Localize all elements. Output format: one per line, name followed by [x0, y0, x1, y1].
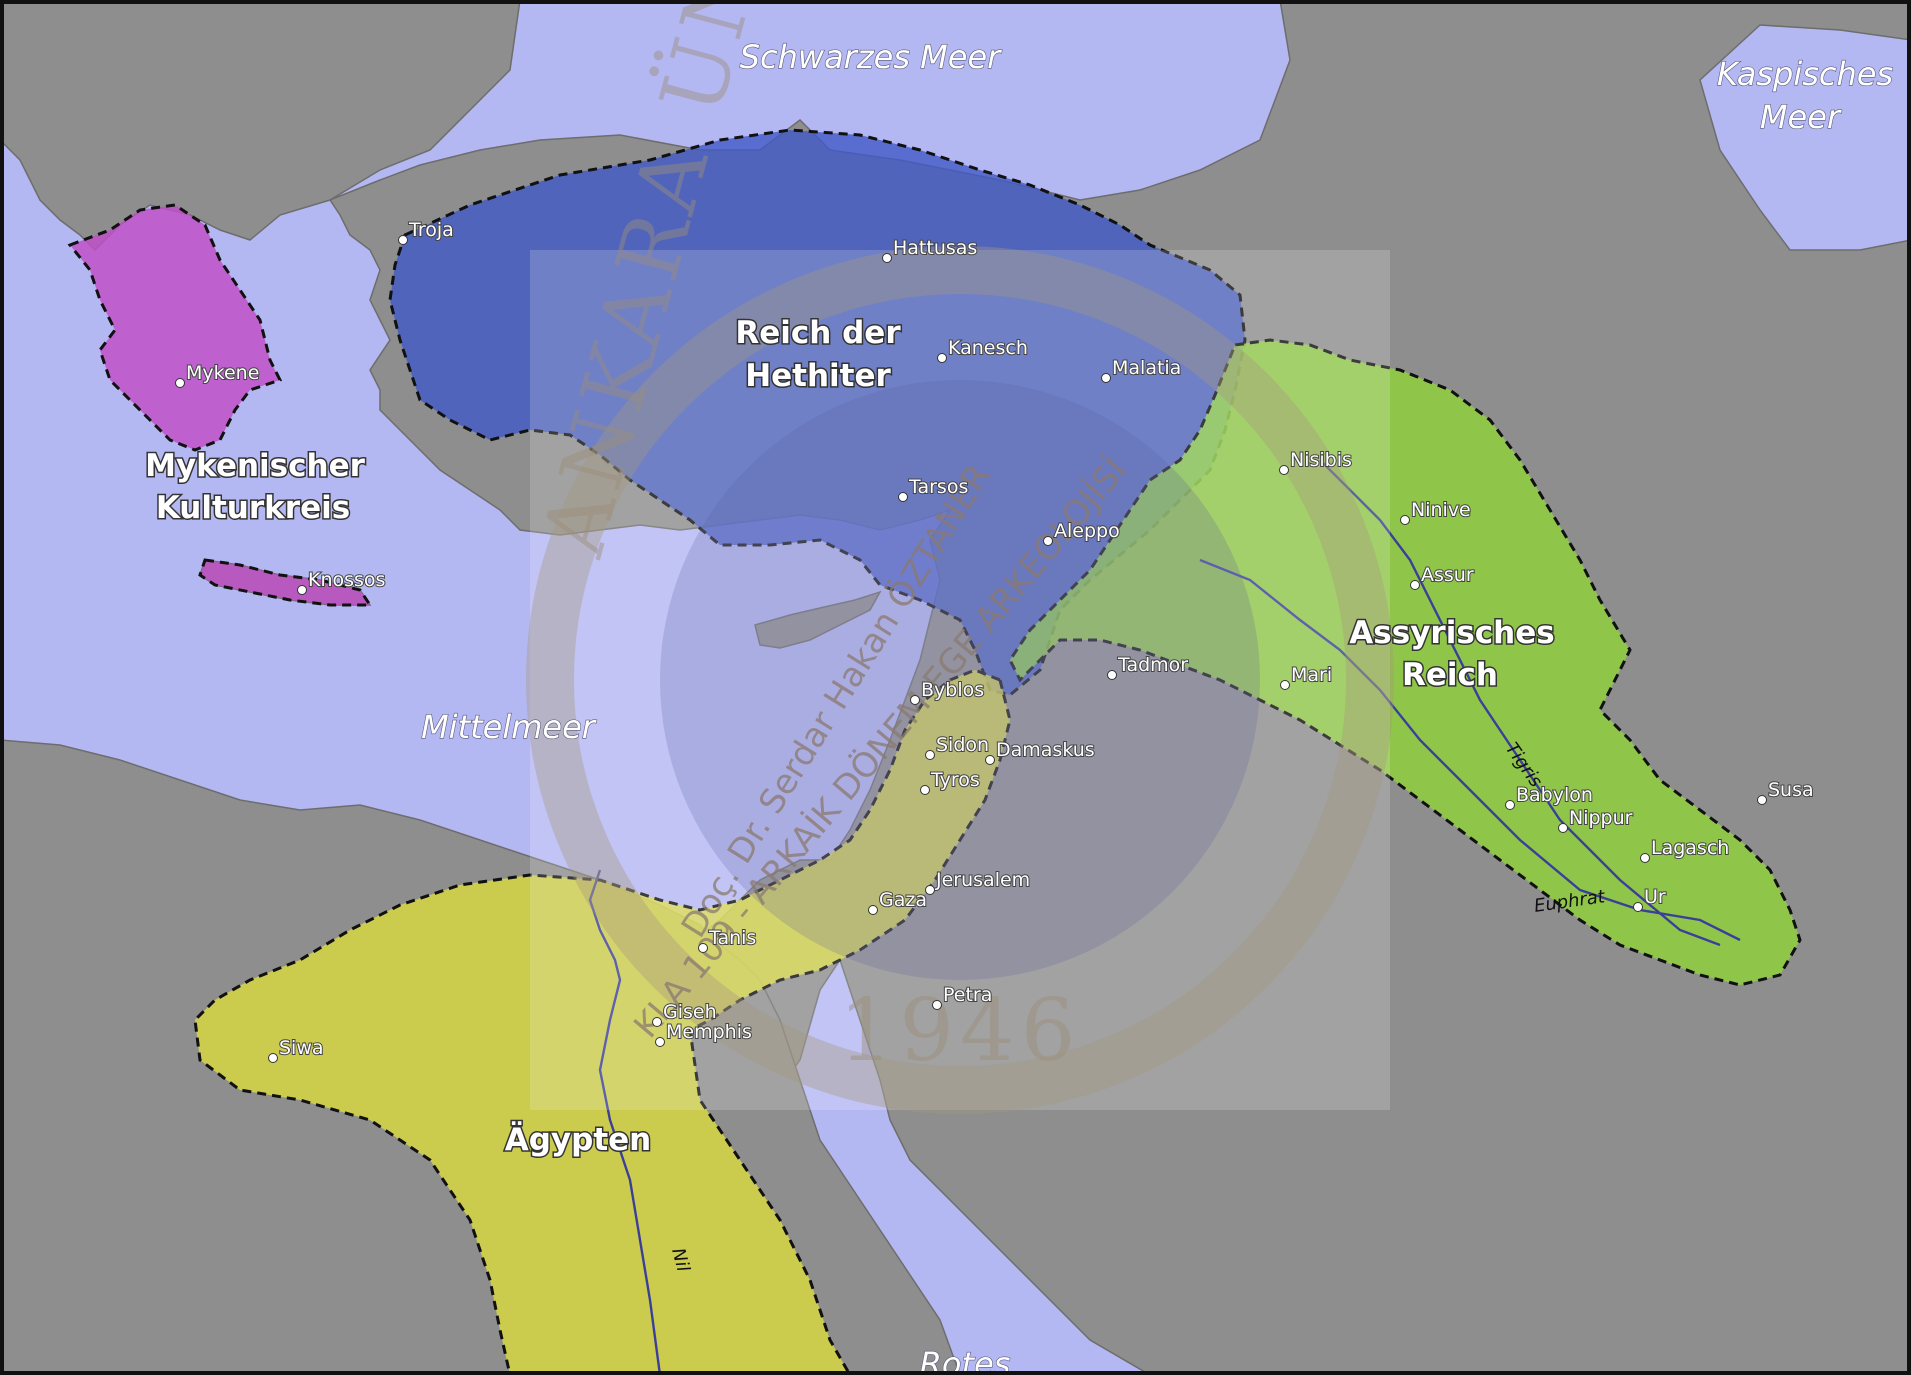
- city-marker-kanesch: [937, 353, 947, 363]
- city-label-tyros: Tyros: [930, 769, 980, 791]
- city-label-siwa: Siwa: [279, 1037, 324, 1059]
- city-marker-assur: [1410, 580, 1420, 590]
- city-marker-nisibis: [1279, 465, 1289, 475]
- rivers: [588, 459, 1741, 1375]
- city-marker-giseh: [652, 1017, 662, 1027]
- city-marker-susa: [1757, 795, 1767, 805]
- region-label-mycenaean-2: Kulturkreis: [156, 490, 350, 526]
- city-marker-babylon: [1505, 800, 1515, 810]
- city-label-ninive: Ninive: [1411, 499, 1471, 521]
- river-nile: [588, 869, 662, 1375]
- city-marker-petra: [932, 1000, 942, 1010]
- city-label-tarsos: Tarsos: [908, 476, 968, 498]
- city-marker-ninive: [1400, 515, 1410, 525]
- city-label-nippur: Nippur: [1569, 807, 1633, 829]
- city-label-susa: Susa: [1768, 779, 1814, 801]
- city-marker-lagasch: [1640, 853, 1650, 863]
- city-marker-hattusas: [882, 253, 892, 263]
- city-label-ur: Ur: [1644, 886, 1666, 908]
- city-marker-tarsos: [898, 492, 908, 502]
- sea-label-black-sea: Schwarzes Meer: [740, 38, 1002, 76]
- city-label-damaskus: Damaskus: [996, 739, 1095, 761]
- watermark-seal-outer: [526, 246, 1394, 1114]
- city-label-troja: Troja: [408, 219, 454, 241]
- city-marker-damaskus: [985, 755, 995, 765]
- watermark: 1946 Doç. Dr. Serdar Hakan ÖZTANER KLA 1…: [522, 0, 1394, 1114]
- city-label-byblos: Byblos: [921, 679, 984, 701]
- city-marker-tadmor: [1107, 670, 1117, 680]
- city-label-aleppo: Aleppo: [1054, 520, 1120, 542]
- city-marker-troja: [398, 235, 408, 245]
- city-marker-tanis: [698, 943, 708, 953]
- watermark-seal-inner: [660, 380, 1260, 980]
- region-label-mycenaean-1: Mykenischer: [145, 448, 365, 484]
- city-label-nisibis: Nisibis: [1290, 449, 1352, 471]
- region-label-hittite-2: Hethiter: [745, 358, 891, 394]
- city-label-petra: Petra: [943, 984, 992, 1006]
- city-marker-mykene: [175, 378, 185, 388]
- city-label-mari: Mari: [1291, 664, 1332, 686]
- region-label-egypt: Ägypten: [505, 1122, 652, 1158]
- city-label-mykene: Mykene: [186, 362, 259, 384]
- city-marker-memphis: [655, 1037, 665, 1047]
- city-label-lagasch: Lagasch: [1651, 837, 1729, 859]
- sea-label-caspian-2: Meer: [1760, 98, 1842, 136]
- city-marker-aleppo: [1043, 536, 1053, 546]
- city-marker-mari: [1280, 680, 1290, 690]
- city-label-hattusas: Hattusas: [893, 237, 977, 259]
- city-marker-sidon: [925, 750, 935, 760]
- sea-labels: Schwarzes Meer Kaspisches Meer Mittelmee…: [420, 37, 1893, 1375]
- river-euphrates: [1199, 558, 1741, 942]
- city-label-tadmor: Tadmor: [1117, 654, 1188, 676]
- city-marker-ur: [1633, 902, 1643, 912]
- city-label-assur: Assur: [1421, 564, 1474, 586]
- river-tigris: [1319, 459, 1721, 947]
- city-marker-gaza: [868, 905, 878, 915]
- region-label-hittite-1: Reich der: [735, 315, 901, 351]
- city-marker-jerusalem: [925, 885, 935, 895]
- region-assyrian: [1008, 338, 1802, 987]
- region-labels: Reich der Hethiter Mykenischer Kulturkre…: [144, 314, 1557, 1160]
- city-label-knossos: Knossos: [308, 569, 385, 591]
- city-label-kanesch: Kanesch: [948, 337, 1028, 359]
- city-marker-siwa: [268, 1053, 278, 1063]
- city-label-gaza: Gaza: [879, 889, 927, 911]
- region-egypt: [193, 668, 1012, 1375]
- city-label-sidon: Sidon: [936, 734, 989, 756]
- region-label-assyrian-1: Assyrisches: [1349, 615, 1554, 651]
- region-mycenaean: [67, 203, 373, 607]
- city-marker-malatia: [1101, 373, 1111, 383]
- city-label-babylon: Babylon: [1516, 784, 1593, 806]
- sea-label-red-sea: Rotes: [920, 1345, 1011, 1375]
- city-marker-tyros: [920, 785, 930, 795]
- city-label-memphis: Memphis: [666, 1021, 752, 1043]
- city-marker-byblos: [910, 695, 920, 705]
- city-label-jerusalem: Jerusalem: [935, 869, 1030, 891]
- watermark-year: 1946: [839, 981, 1082, 1081]
- sea-label-mediterranean: Mittelmeer: [421, 708, 597, 746]
- city-marker-nippur: [1558, 823, 1568, 833]
- city-label-giseh: Giseh: [663, 1001, 717, 1023]
- city-marker-knossos: [297, 585, 307, 595]
- city-label-tanis: Tanis: [708, 927, 756, 949]
- sea-label-caspian-1: Kaspisches: [1717, 55, 1893, 93]
- region-label-assyrian-2: Reich: [1402, 657, 1498, 693]
- city-label-malatia: Malatia: [1112, 357, 1181, 379]
- watermark-panel: [530, 250, 1390, 1110]
